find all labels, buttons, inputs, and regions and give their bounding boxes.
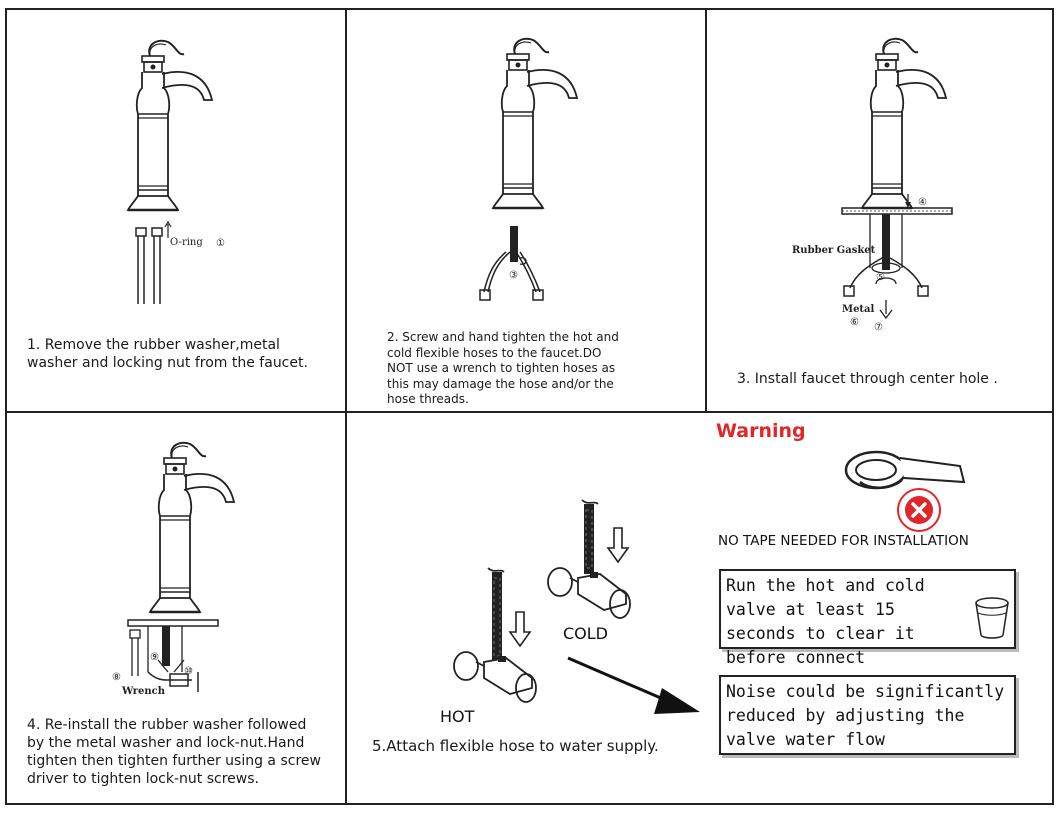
no-tape-notice: NO TAPE NEEDED FOR INSTALLATION xyxy=(718,533,969,549)
step-5-text: 5.Attach flexible hose to water supply. xyxy=(372,737,702,755)
callout-number-1: ① xyxy=(216,238,225,249)
metal-label: Metal xyxy=(842,304,875,315)
cold-label: COLD xyxy=(563,624,608,643)
warning-title: Warning xyxy=(716,420,806,442)
grid-divider-v1 xyxy=(345,8,347,805)
svg-text:③: ③ xyxy=(509,270,518,281)
faucet-icon xyxy=(150,440,240,620)
run-valve-text: Run the hot and cold valve at least 15 s… xyxy=(726,574,971,670)
no-symbol-icon xyxy=(895,486,943,534)
faucet-icon xyxy=(128,38,218,218)
grid-divider-v2 xyxy=(705,8,707,412)
step-3-text: 3. Install faucet through center hole . xyxy=(737,370,1047,388)
hot-valve-icon xyxy=(446,566,546,706)
o-ring-callout: O-ring ① xyxy=(170,232,240,252)
callout-number-5: ⑤ xyxy=(876,272,885,283)
noise-notice: Noise could be significantly reduced by … xyxy=(719,675,1016,755)
cup-icon xyxy=(972,597,1012,641)
callout-number-7: ⑦ xyxy=(874,322,883,333)
o-ring-label: O-ring xyxy=(170,237,203,248)
step-4-text: 4. Re-install the rubber washer followed… xyxy=(27,716,327,788)
cold-valve-icon xyxy=(540,498,640,628)
rubber-gasket-label: Rubber Gasket xyxy=(792,245,876,256)
step-4-callouts: ⑧ ⑨ ⑩ Wrench xyxy=(108,612,228,702)
step-3-callouts: ④ Rubber Gasket ⑤ Metal ⑥ ⑦ xyxy=(780,188,960,338)
noise-text: Noise could be significantly reduced by … xyxy=(726,680,1006,752)
callout-number-4: ④ xyxy=(918,197,927,208)
step-1-text: 1. Remove the rubber washer,metal washer… xyxy=(27,336,317,372)
grid-divider-h xyxy=(5,411,1054,413)
callout-number-8: ⑧ xyxy=(112,672,121,683)
wrench-label: Wrench xyxy=(121,686,166,697)
step-2-text: 2. Screw and hand tighten the hot and co… xyxy=(387,330,627,408)
callout-3: ③ xyxy=(507,264,527,284)
callout-number-6: ⑥ xyxy=(850,317,859,328)
faucet-icon xyxy=(493,36,583,216)
hot-label: HOT xyxy=(440,707,474,726)
callout-number-9: ⑨ xyxy=(150,652,159,663)
callout-number-10: ⑩ xyxy=(184,666,193,677)
arrow-icon xyxy=(566,654,702,718)
